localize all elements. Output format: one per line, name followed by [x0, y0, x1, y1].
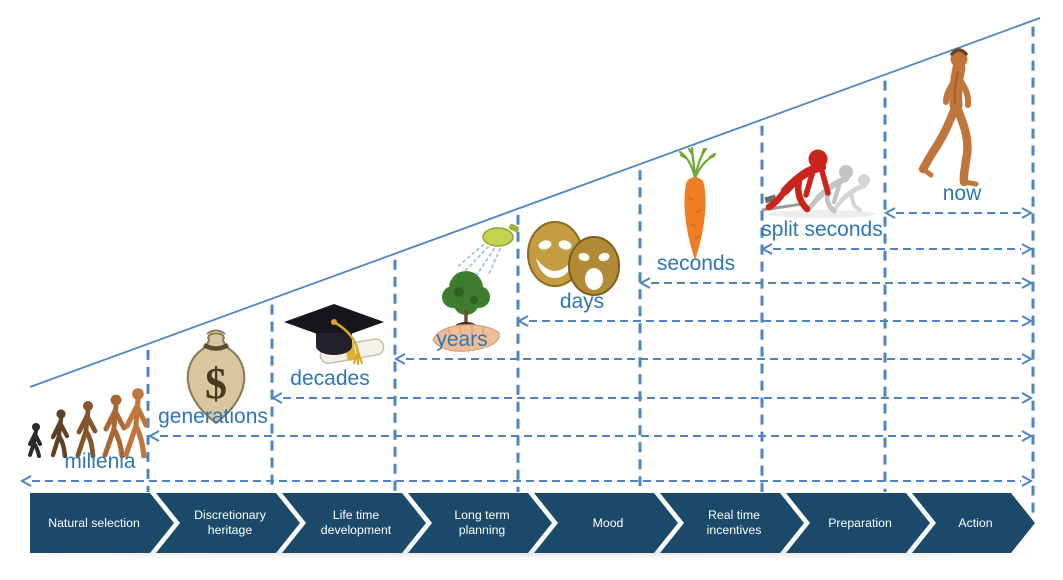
banner-step-long-term-planning: Long term planning	[408, 493, 552, 553]
time-label-millenia: millenia	[64, 450, 136, 473]
banner-shadow	[36, 550, 1028, 555]
arrowhead-right	[1021, 430, 1034, 442]
graduation-cap-image	[278, 296, 390, 374]
time-label-seconds: seconds	[656, 252, 736, 275]
hand-holding-tree-image	[426, 222, 520, 358]
carrot-image	[672, 146, 718, 264]
time-label-now: now	[942, 182, 982, 205]
time-label-years: years	[436, 328, 488, 351]
arrowhead-right	[1021, 315, 1034, 327]
svg-text:$: $	[205, 359, 227, 408]
banner-step-label: Life time development	[320, 508, 392, 537]
arrowhead-left	[516, 315, 529, 327]
banner-step-label: Long term planning	[454, 508, 510, 537]
banner-step-action: Action	[912, 493, 1035, 553]
time-label-decades: decades	[290, 367, 370, 390]
arrowhead-left	[760, 243, 773, 255]
banner-step-preparation: Preparation	[786, 493, 930, 553]
arrowhead-left	[883, 207, 896, 219]
arrowhead-left	[147, 430, 160, 442]
walking-man-image	[918, 48, 994, 188]
process-banner: Natural selection Discretionary heritage…	[0, 493, 1063, 553]
arrowhead-left	[393, 353, 406, 365]
time-label-split-seconds: split seconds	[761, 218, 883, 241]
banner-step-label: Discretionary heritage	[194, 508, 266, 537]
diagonal-trend-line	[29, 17, 1041, 388]
banner-step-label: Mood	[592, 515, 624, 530]
money-bag-image: $	[170, 324, 262, 428]
banner-step-mood: Mood	[534, 493, 678, 553]
arrowhead-right	[1021, 392, 1034, 404]
banner-step-label: Natural selection	[48, 515, 140, 530]
arrowhead-left	[638, 277, 651, 289]
arrowhead-right	[1021, 475, 1034, 487]
banner-step-discretionary-heritage: Discretionary heritage	[156, 493, 300, 553]
banner-step-natural-selection: Natural selection	[30, 493, 174, 553]
arrowhead-right	[1021, 243, 1034, 255]
arrowhead-left	[19, 475, 32, 487]
arrowhead-right	[1021, 277, 1034, 289]
banner-step-label: Action	[958, 515, 993, 530]
arrowhead-right	[1021, 353, 1034, 365]
banner-step-life-time-development: Life time development	[282, 493, 426, 553]
arrowhead-left	[270, 392, 283, 404]
theater-masks-image	[524, 216, 624, 304]
evolution-march-image	[26, 378, 148, 458]
time-label-days: days	[559, 290, 605, 313]
sprinters-start-image	[760, 146, 884, 220]
banner-step-label: Real time incentives	[706, 508, 762, 537]
banner-step-label: Preparation	[828, 515, 892, 530]
time-label-generations: generations	[158, 405, 268, 428]
banner-step-real-time-incentives: Real time incentives	[660, 493, 804, 553]
arrowhead-right	[1021, 207, 1034, 219]
